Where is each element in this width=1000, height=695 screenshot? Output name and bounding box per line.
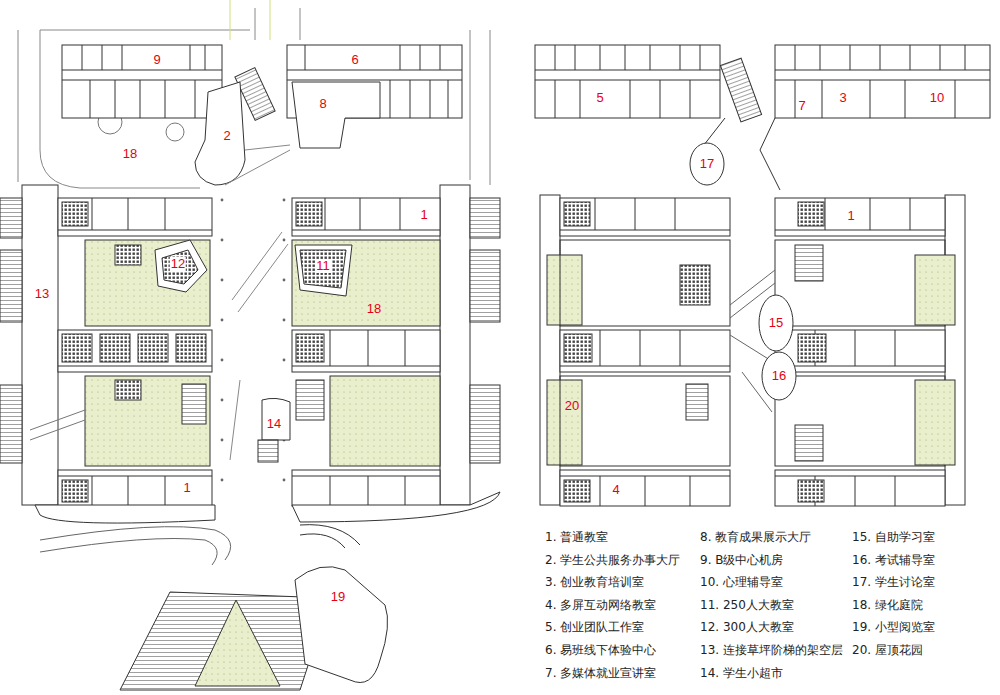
legend-entry: 7. 多媒体就业宣讲室 [545,665,656,681]
legend-entry: 8. 教育成果展示大厅 [700,529,811,545]
callout-number: 7 [797,99,806,113]
callout-number: 6 [350,53,359,67]
callout-number: 15 [768,316,784,330]
legend-entry: 4. 多屏互动网络教室 [545,597,656,613]
callout-number: 18 [366,302,382,316]
legend-entry: 11. 250人大教室 [700,597,794,613]
callout-number: 9 [152,53,161,67]
legend-entry: 9. B级中心机房 [700,552,784,568]
callout-number: 5 [595,91,604,105]
callout-number: 4 [611,483,620,497]
callout-number: 17 [699,157,715,171]
callout-number: 12 [170,257,186,271]
callout-number: 11 [315,259,331,273]
callout-number: 2 [222,129,231,143]
legend-entry: 12. 300人大教室 [700,619,794,635]
callout-number: 10 [929,91,945,105]
legend-entry: 16. 考试辅导室 [852,552,935,568]
legend-entry: 10. 心理辅导室 [700,574,783,590]
legend-entry: 2. 学生公共服务办事大厅 [545,552,680,568]
callout-number: 20 [564,399,580,413]
callout-number: 13 [34,287,50,301]
legend-entry: 20. 屋顶花园 [852,642,923,658]
legend-entry: 13. 连接草坪阶梯的架空层 [700,642,843,658]
left-plan [0,0,500,690]
legend-entry: 19. 小型阅览室 [852,619,935,635]
callout-number: 1 [419,208,428,222]
legend-entry: 18. 绿化庭院 [852,597,923,613]
right-plan [535,45,990,506]
callout-number: 1 [182,481,191,495]
legend-entry: 14. 学生小超市 [700,665,783,681]
callout-number: 1 [846,209,855,223]
callout-number: 16 [771,369,787,383]
callout-number: 19 [330,590,346,604]
legend-entry: 15. 自助学习室 [852,529,935,545]
legend-entry: 3. 创业教育培训室 [545,574,644,590]
legend-entry: 5. 创业团队工作室 [545,619,644,635]
legend-entry: 6. 易班线下体验中心 [545,642,656,658]
callout-number: 3 [838,91,847,105]
callout-number: 14 [266,417,282,431]
callout-number: 18 [122,147,138,161]
callout-number: 8 [318,97,327,111]
legend-entry: 1. 普通教室 [545,529,608,545]
legend-entry: 17. 学生讨论室 [852,574,935,590]
